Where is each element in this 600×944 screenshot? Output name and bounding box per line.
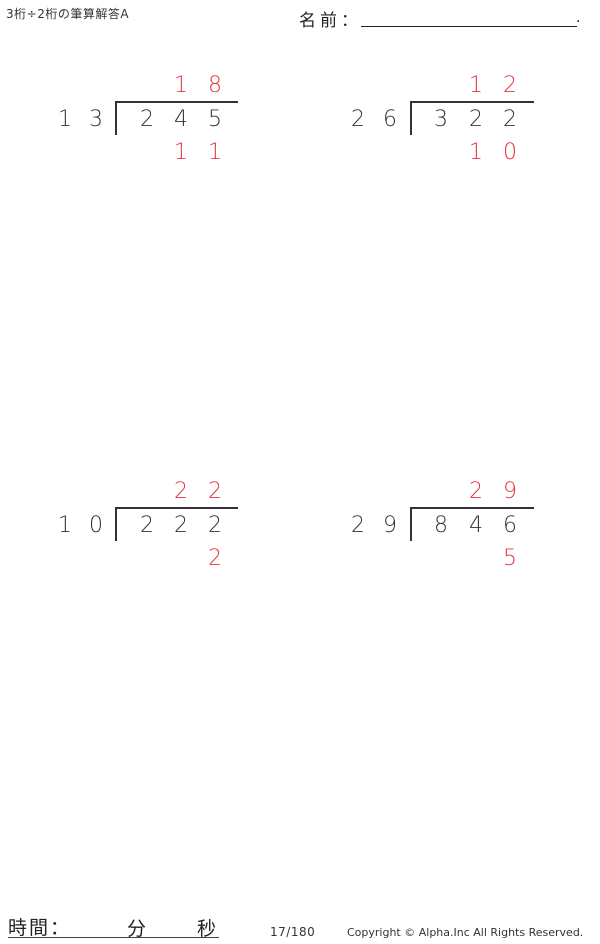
division-problem-4: 2 9 2 9 8 4 6 5 [295,476,555,586]
quotient-digit: 2 [174,479,188,504]
dividend-digit: 2 [174,513,188,538]
quotient-digit: 1 [174,73,188,98]
remainder-digit: 2 [208,546,222,571]
name-label: 名前： [299,11,362,31]
dividend-digit: 6 [503,513,517,538]
divisor-digit: 3 [89,107,103,132]
dividend-digit: 5 [208,107,222,132]
dividend-digit: 2 [140,107,154,132]
time-label: 時間： [8,917,72,939]
name-end-dot: . [576,10,581,26]
division-bracket-top [410,101,534,103]
remainder-digit: 0 [503,140,517,165]
divisor-digit: 2 [351,107,365,132]
seconds-label: 秒 [197,918,217,940]
time-input-line[interactable] [8,937,219,938]
dividend-digit: 2 [208,513,222,538]
remainder-digit: 1 [208,140,222,165]
remainder-digit: 5 [503,546,517,571]
remainder-digit: 1 [469,140,483,165]
remainder-digit: 1 [174,140,188,165]
quotient-digit: 2 [503,73,517,98]
divisor-digit: 0 [89,513,103,538]
divisor-digit: 2 [351,513,365,538]
copyright-notice: Copyright © Alpha.Inc All Rights Reserve… [347,926,584,939]
quotient-digit: 2 [208,479,222,504]
divisor-digit: 9 [383,513,397,538]
division-bracket-top [115,101,238,103]
dividend-digit: 4 [174,107,188,132]
quotient-digit: 2 [469,479,483,504]
dividend-digit: 8 [434,513,448,538]
dividend-digit: 2 [469,107,483,132]
page-number: 17/180 [270,925,316,939]
quotient-digit: 8 [208,73,222,98]
division-bracket-top [115,507,238,509]
worksheet-title: 3桁÷2桁の筆算解答A [6,7,130,21]
name-input-line[interactable] [361,26,577,27]
minutes-label: 分 [127,918,147,940]
division-bracket-side [410,507,412,541]
divisor-digit: 1 [58,513,72,538]
dividend-digit: 4 [469,513,483,538]
divisor-digit: 6 [383,107,397,132]
division-problem-1: 1 8 1 3 2 4 5 1 1 [0,70,260,180]
dividend-digit: 2 [140,513,154,538]
division-bracket-side [115,507,117,541]
division-problem-3: 2 2 1 0 2 2 2 2 [0,476,260,586]
dividend-digit: 2 [503,107,517,132]
division-bracket-side [115,101,117,135]
division-bracket-side [410,101,412,135]
division-problem-2: 1 2 2 6 3 2 2 1 0 [295,70,555,180]
division-bracket-top [410,507,534,509]
dividend-digit: 3 [434,107,448,132]
divisor-digit: 1 [58,107,72,132]
quotient-digit: 9 [503,479,517,504]
quotient-digit: 1 [469,73,483,98]
